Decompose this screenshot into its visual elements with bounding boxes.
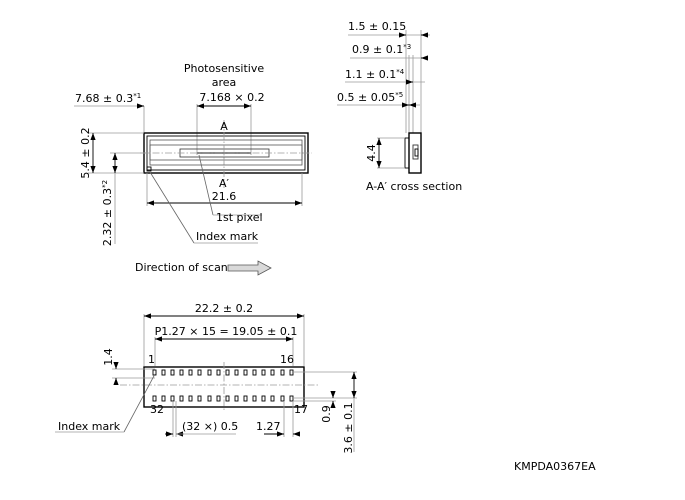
cs-dim-3: 1.1 ± 0.1*4 — [345, 68, 405, 81]
cs-height-dim: 4.4 — [365, 144, 378, 162]
cs-dim-4: 0.5 ± 0.05*5 — [337, 91, 403, 104]
width-dim: 21.6 — [212, 190, 237, 203]
pin-label-16: 16 — [280, 353, 294, 366]
photosensitive-label-2: area — [212, 76, 237, 89]
cross-section-title: A-A′ cross section — [366, 180, 462, 193]
bottom-index-mark-label: Index mark — [58, 420, 121, 433]
bottom-view: 22.2 ± 0.2 P1.27 × 15 = 19.05 ± 0.1 1 16… — [55, 302, 357, 454]
pin-row-top — [152, 369, 294, 376]
cross-section: 1.5 ± 0.15 0.9 ± 0.1*3 1.1 ± 0.1*4 0.5 ±… — [337, 20, 462, 193]
overall-width-dim: 22.2 ± 0.2 — [195, 302, 253, 315]
pin-length-dim: 0.9 — [320, 405, 333, 423]
left-offset-dim: 7.68 ± 0.3*1 — [75, 92, 141, 105]
scan-direction-label: Direction of scan — [135, 261, 228, 274]
index-mark-label: Index mark — [196, 230, 259, 243]
cs-dim-2: 0.9 ± 0.1*3 — [352, 43, 411, 56]
pin-row-offset-dim: 1.4 — [102, 348, 115, 366]
pitch-single-dim: 1.27 — [256, 420, 281, 433]
pitch-dim: P1.27 × 15 = 19.05 ± 0.1 — [155, 325, 298, 338]
photosensitive-dim: 7.168 × 0.2 — [199, 91, 264, 104]
section-a-prime: A′ — [219, 177, 230, 190]
index-mark — [146, 166, 152, 172]
pin-label-32: 32 — [150, 403, 164, 416]
drawing-code: KMPDA0367EA — [514, 460, 596, 473]
pin-width-dim: (32 ×) 0.5 — [182, 420, 238, 433]
top-view: Photosensitive area 7.168 × 0.2 7.68 ± 0… — [74, 62, 312, 276]
cs-dim-1: 1.5 ± 0.15 — [348, 20, 406, 33]
pin-label-17: 17 — [294, 403, 308, 416]
center-offset-dim: 2.32 ± 0.3*2 — [101, 180, 114, 246]
section-a: A — [220, 120, 228, 133]
scan-direction-arrow-icon — [227, 260, 272, 276]
pin-label-1: 1 — [148, 353, 155, 366]
photosensitive-label-1: Photosensitive — [184, 62, 265, 75]
pin-row-bottom — [152, 395, 294, 402]
height-dim: 5.4 ± 0.2 — [79, 127, 92, 178]
row-spacing-dim: 3.6 ± 0.1 — [342, 402, 355, 453]
first-pixel-label: 1st pixel — [216, 211, 263, 224]
